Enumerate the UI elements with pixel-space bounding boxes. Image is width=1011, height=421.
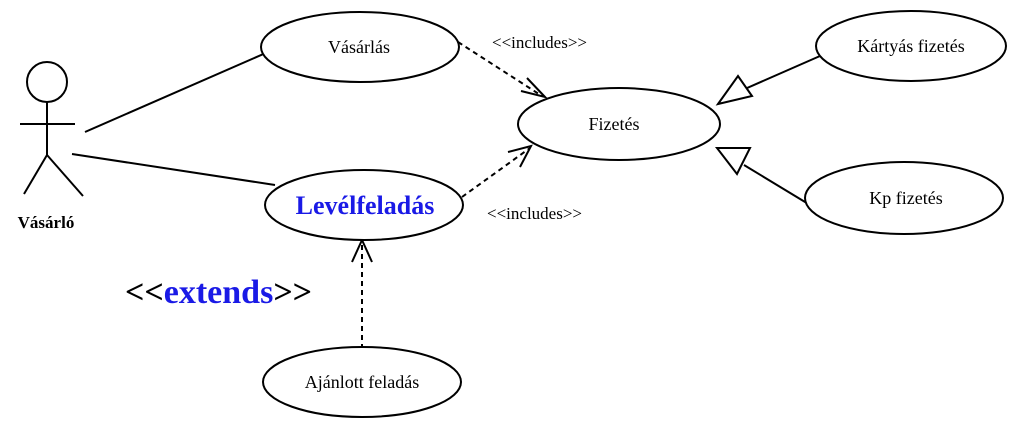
use-case-vasarlas-label: Vásárlás bbox=[328, 37, 390, 57]
use-case-kartyas-fizetes: Kártyás fizetés bbox=[815, 10, 1007, 82]
includes-label-top: <<includes>> bbox=[492, 33, 587, 52]
generalization-kartyas-triangle bbox=[715, 74, 754, 106]
extends-open: << bbox=[125, 274, 164, 311]
generalization-kartyas-line bbox=[737, 55, 821, 93]
actor-left-leg bbox=[23, 154, 48, 195]
include-vasarlas-fizetes-arrowhead bbox=[520, 77, 549, 99]
use-case-ajanlott-feladas-label: Ajánlott feladás bbox=[305, 372, 419, 392]
use-case-kartyas-fizetes-label: Kártyás fizetés bbox=[857, 36, 964, 56]
use-case-fizetes: Fizetés bbox=[517, 87, 721, 161]
use-case-ajanlott-feladas: Ajánlott feladás bbox=[262, 346, 462, 418]
extends-word: extends bbox=[164, 274, 274, 311]
include-levelfeladas-fizetes-arrowhead bbox=[507, 144, 533, 168]
actor-label: Vásárló bbox=[18, 213, 75, 232]
use-case-levelfeladas-label: Levélfeladás bbox=[296, 191, 435, 220]
include-vasarlas-fizetes-line bbox=[457, 41, 543, 97]
includes-label-bottom: <<includes>> bbox=[487, 204, 582, 223]
extends-close: >> bbox=[273, 274, 312, 311]
use-case-levelfeladas: Levélfeladás bbox=[264, 169, 464, 241]
association-actor-vasarlas bbox=[84, 51, 269, 133]
generalization-kp-triangle bbox=[714, 147, 752, 176]
generalization-kp-line bbox=[743, 164, 811, 206]
include-levelfeladas-fizetes-line bbox=[461, 147, 531, 198]
actor-vasarlo: Vásárló bbox=[18, 61, 84, 232]
use-case-kp-fizetes: Kp fizetés bbox=[804, 161, 1004, 235]
use-case-kp-fizetes-label: Kp fizetés bbox=[869, 188, 942, 208]
use-case-fizetes-label: Fizetés bbox=[589, 114, 640, 134]
actor-right-leg bbox=[46, 154, 84, 197]
extends-label: <<extends>> bbox=[125, 274, 312, 311]
association-actor-levelfeladas bbox=[71, 153, 276, 186]
use-case-vasarlas: Vásárlás bbox=[260, 11, 460, 83]
actor-head bbox=[26, 61, 68, 103]
